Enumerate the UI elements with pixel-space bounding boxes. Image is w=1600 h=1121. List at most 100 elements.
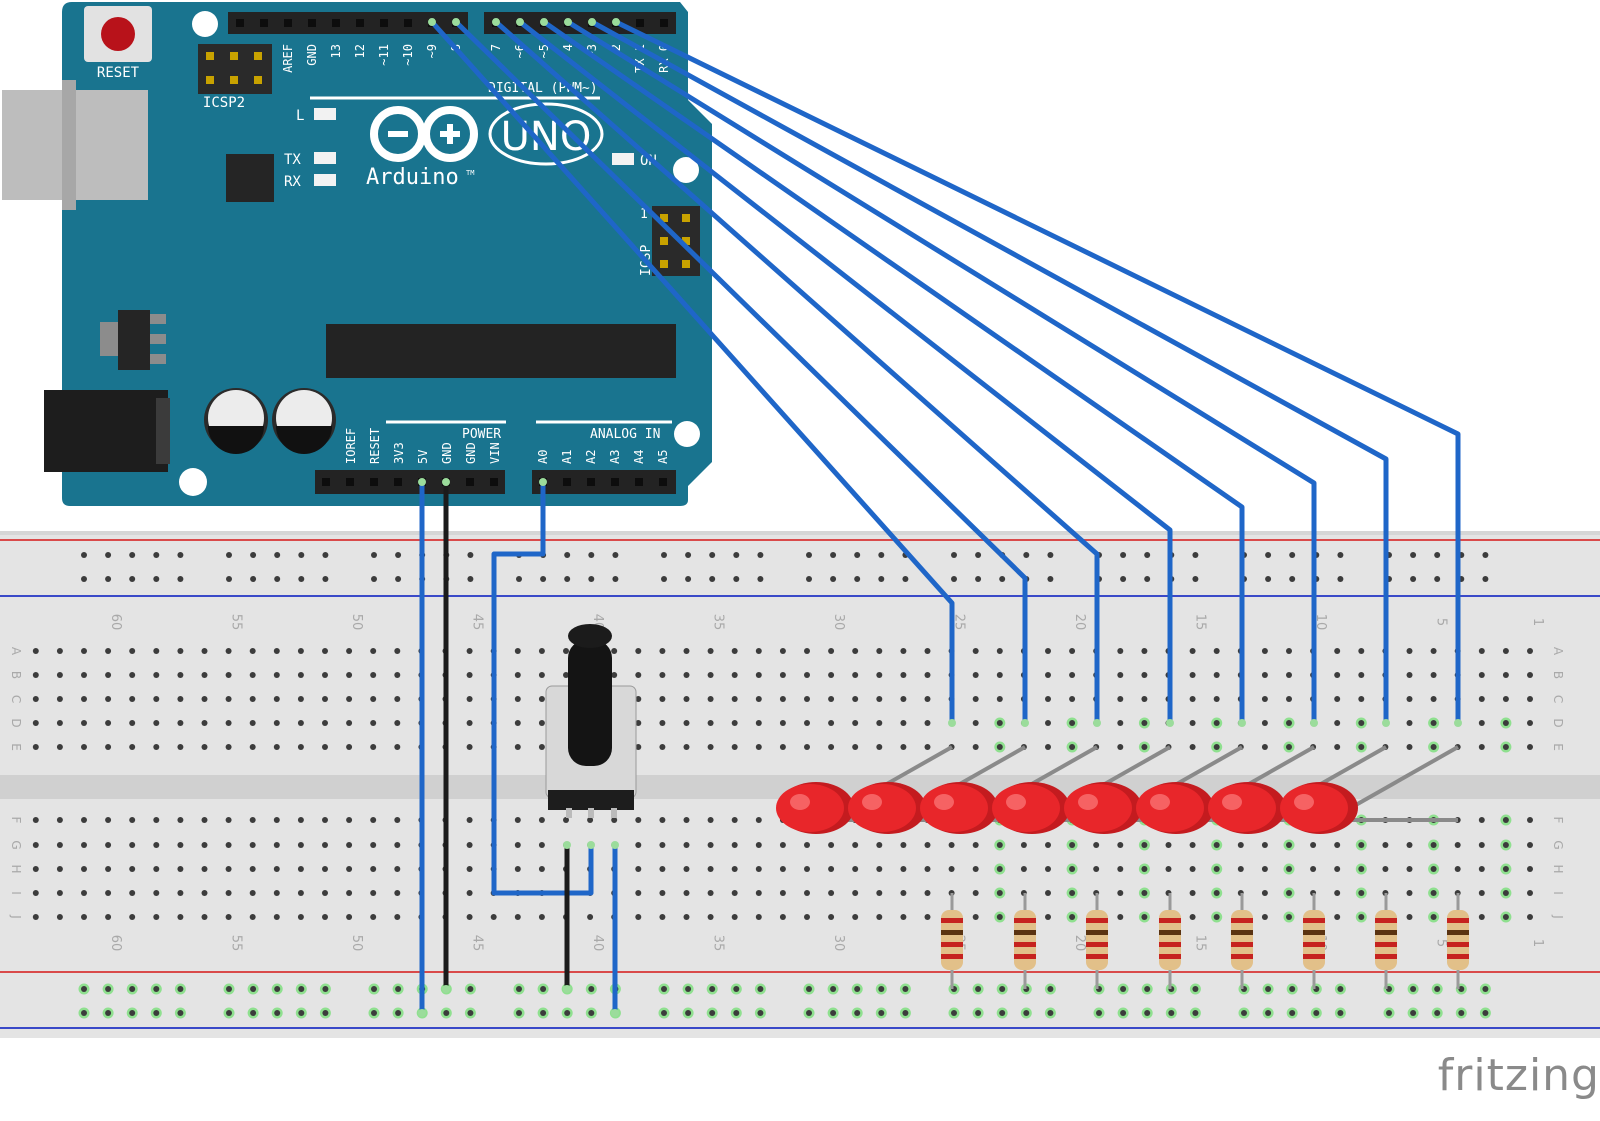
analog-pin-label: A4 (632, 450, 646, 464)
power-pin-label: 3V3 (392, 442, 406, 464)
wire-end (1382, 719, 1390, 727)
wire-end (1166, 719, 1174, 727)
led-body (992, 784, 1060, 832)
header-pin (611, 478, 619, 486)
wire (541, 19, 1245, 726)
led-leg (1353, 745, 1459, 808)
resistor-band (1159, 954, 1181, 959)
analog-label: ANALOG IN (590, 427, 660, 442)
resistor-band (1086, 918, 1108, 923)
power-pin-label: GND (440, 442, 454, 464)
row-letter: H (9, 864, 23, 873)
column-number: 45 (470, 935, 485, 952)
wire (589, 19, 1389, 726)
row-letter: H (1551, 864, 1565, 873)
header-pin (370, 478, 378, 486)
led-body (776, 784, 844, 832)
icsp2-label: ICSP2 (203, 95, 245, 111)
power-header (315, 470, 505, 494)
wire-end (611, 841, 619, 849)
row-letter: G (9, 840, 23, 849)
resistor-band (1447, 918, 1469, 923)
resistor-band (941, 918, 963, 923)
column-number: 5 (1434, 618, 1449, 626)
column-number: 1 (1530, 939, 1545, 947)
capacitor (272, 388, 336, 454)
wire (517, 19, 1173, 726)
header-pin (332, 19, 340, 27)
column-number: 55 (229, 614, 244, 631)
power-jack (44, 390, 168, 472)
column-number: 15 (1193, 935, 1208, 952)
power-label: POWER (462, 427, 501, 442)
resistor-band (941, 942, 963, 947)
led-tx-label: TX (284, 152, 301, 168)
analog-pin-label: A1 (560, 450, 574, 464)
wire (613, 19, 1461, 726)
resistor-band (1086, 954, 1108, 959)
resistor-band (1014, 954, 1036, 959)
row-letter: D (1551, 718, 1565, 727)
row-letter: A (1551, 647, 1565, 656)
column-number: 35 (711, 614, 726, 631)
wire-end (612, 18, 620, 26)
icsp-header (652, 206, 700, 276)
header-pin (587, 478, 595, 486)
led-highlight (862, 794, 882, 810)
resistor-band (1014, 918, 1036, 923)
row-letter: I (1551, 891, 1565, 895)
digital-pin-label: 12 (353, 44, 367, 58)
resistor-band (1231, 918, 1253, 923)
header-pin (380, 19, 388, 27)
row-letter: J (1551, 914, 1565, 919)
header-pin (563, 478, 571, 486)
resistor-band (1159, 918, 1181, 923)
resistor-band (1447, 942, 1469, 947)
resistor-band (1303, 954, 1325, 959)
wire-end (611, 1009, 619, 1017)
led-body (1064, 784, 1132, 832)
wire-end (948, 719, 956, 727)
led-highlight (790, 794, 810, 810)
wire-end (428, 18, 436, 26)
resistor-band (941, 930, 963, 935)
header-pin (636, 19, 644, 27)
led-highlight (1294, 794, 1314, 810)
wire-end (1310, 719, 1318, 727)
arduino-logo-text: Arduino (366, 165, 459, 190)
header-pin (284, 19, 292, 27)
row-letter: J (9, 914, 23, 919)
wire-end (418, 1009, 426, 1017)
icsp-pin1-label: 1 (640, 207, 648, 222)
resistor-band (1231, 930, 1253, 935)
header-pin (356, 19, 364, 27)
wire (493, 19, 1100, 726)
row-letter: D (9, 718, 23, 727)
wire-end (563, 985, 571, 993)
potentiometer (545, 624, 637, 818)
column-number: 20 (1072, 614, 1087, 631)
header-pin (260, 19, 268, 27)
row-letter: C (9, 695, 23, 703)
resistor-band (1447, 930, 1469, 935)
power-pin-label: 5V (416, 450, 430, 464)
column-number: 50 (349, 935, 364, 952)
resistor-band (1375, 918, 1397, 923)
led-body (848, 784, 916, 832)
wire-end (1021, 719, 1029, 727)
digital-pin-label: GND (305, 44, 319, 66)
led-body (920, 784, 988, 832)
voltage-regulator (100, 310, 166, 370)
resistor-band (941, 954, 963, 959)
reset-button[interactable] (84, 6, 152, 62)
power-pin-label: RESET (368, 428, 382, 464)
analog-pin-label: A5 (656, 450, 670, 464)
wire-end (1238, 719, 1246, 727)
resistor-band (1086, 942, 1108, 947)
header-pin (236, 19, 244, 27)
column-number: 60 (108, 614, 123, 631)
column-number: 15 (1193, 614, 1208, 631)
